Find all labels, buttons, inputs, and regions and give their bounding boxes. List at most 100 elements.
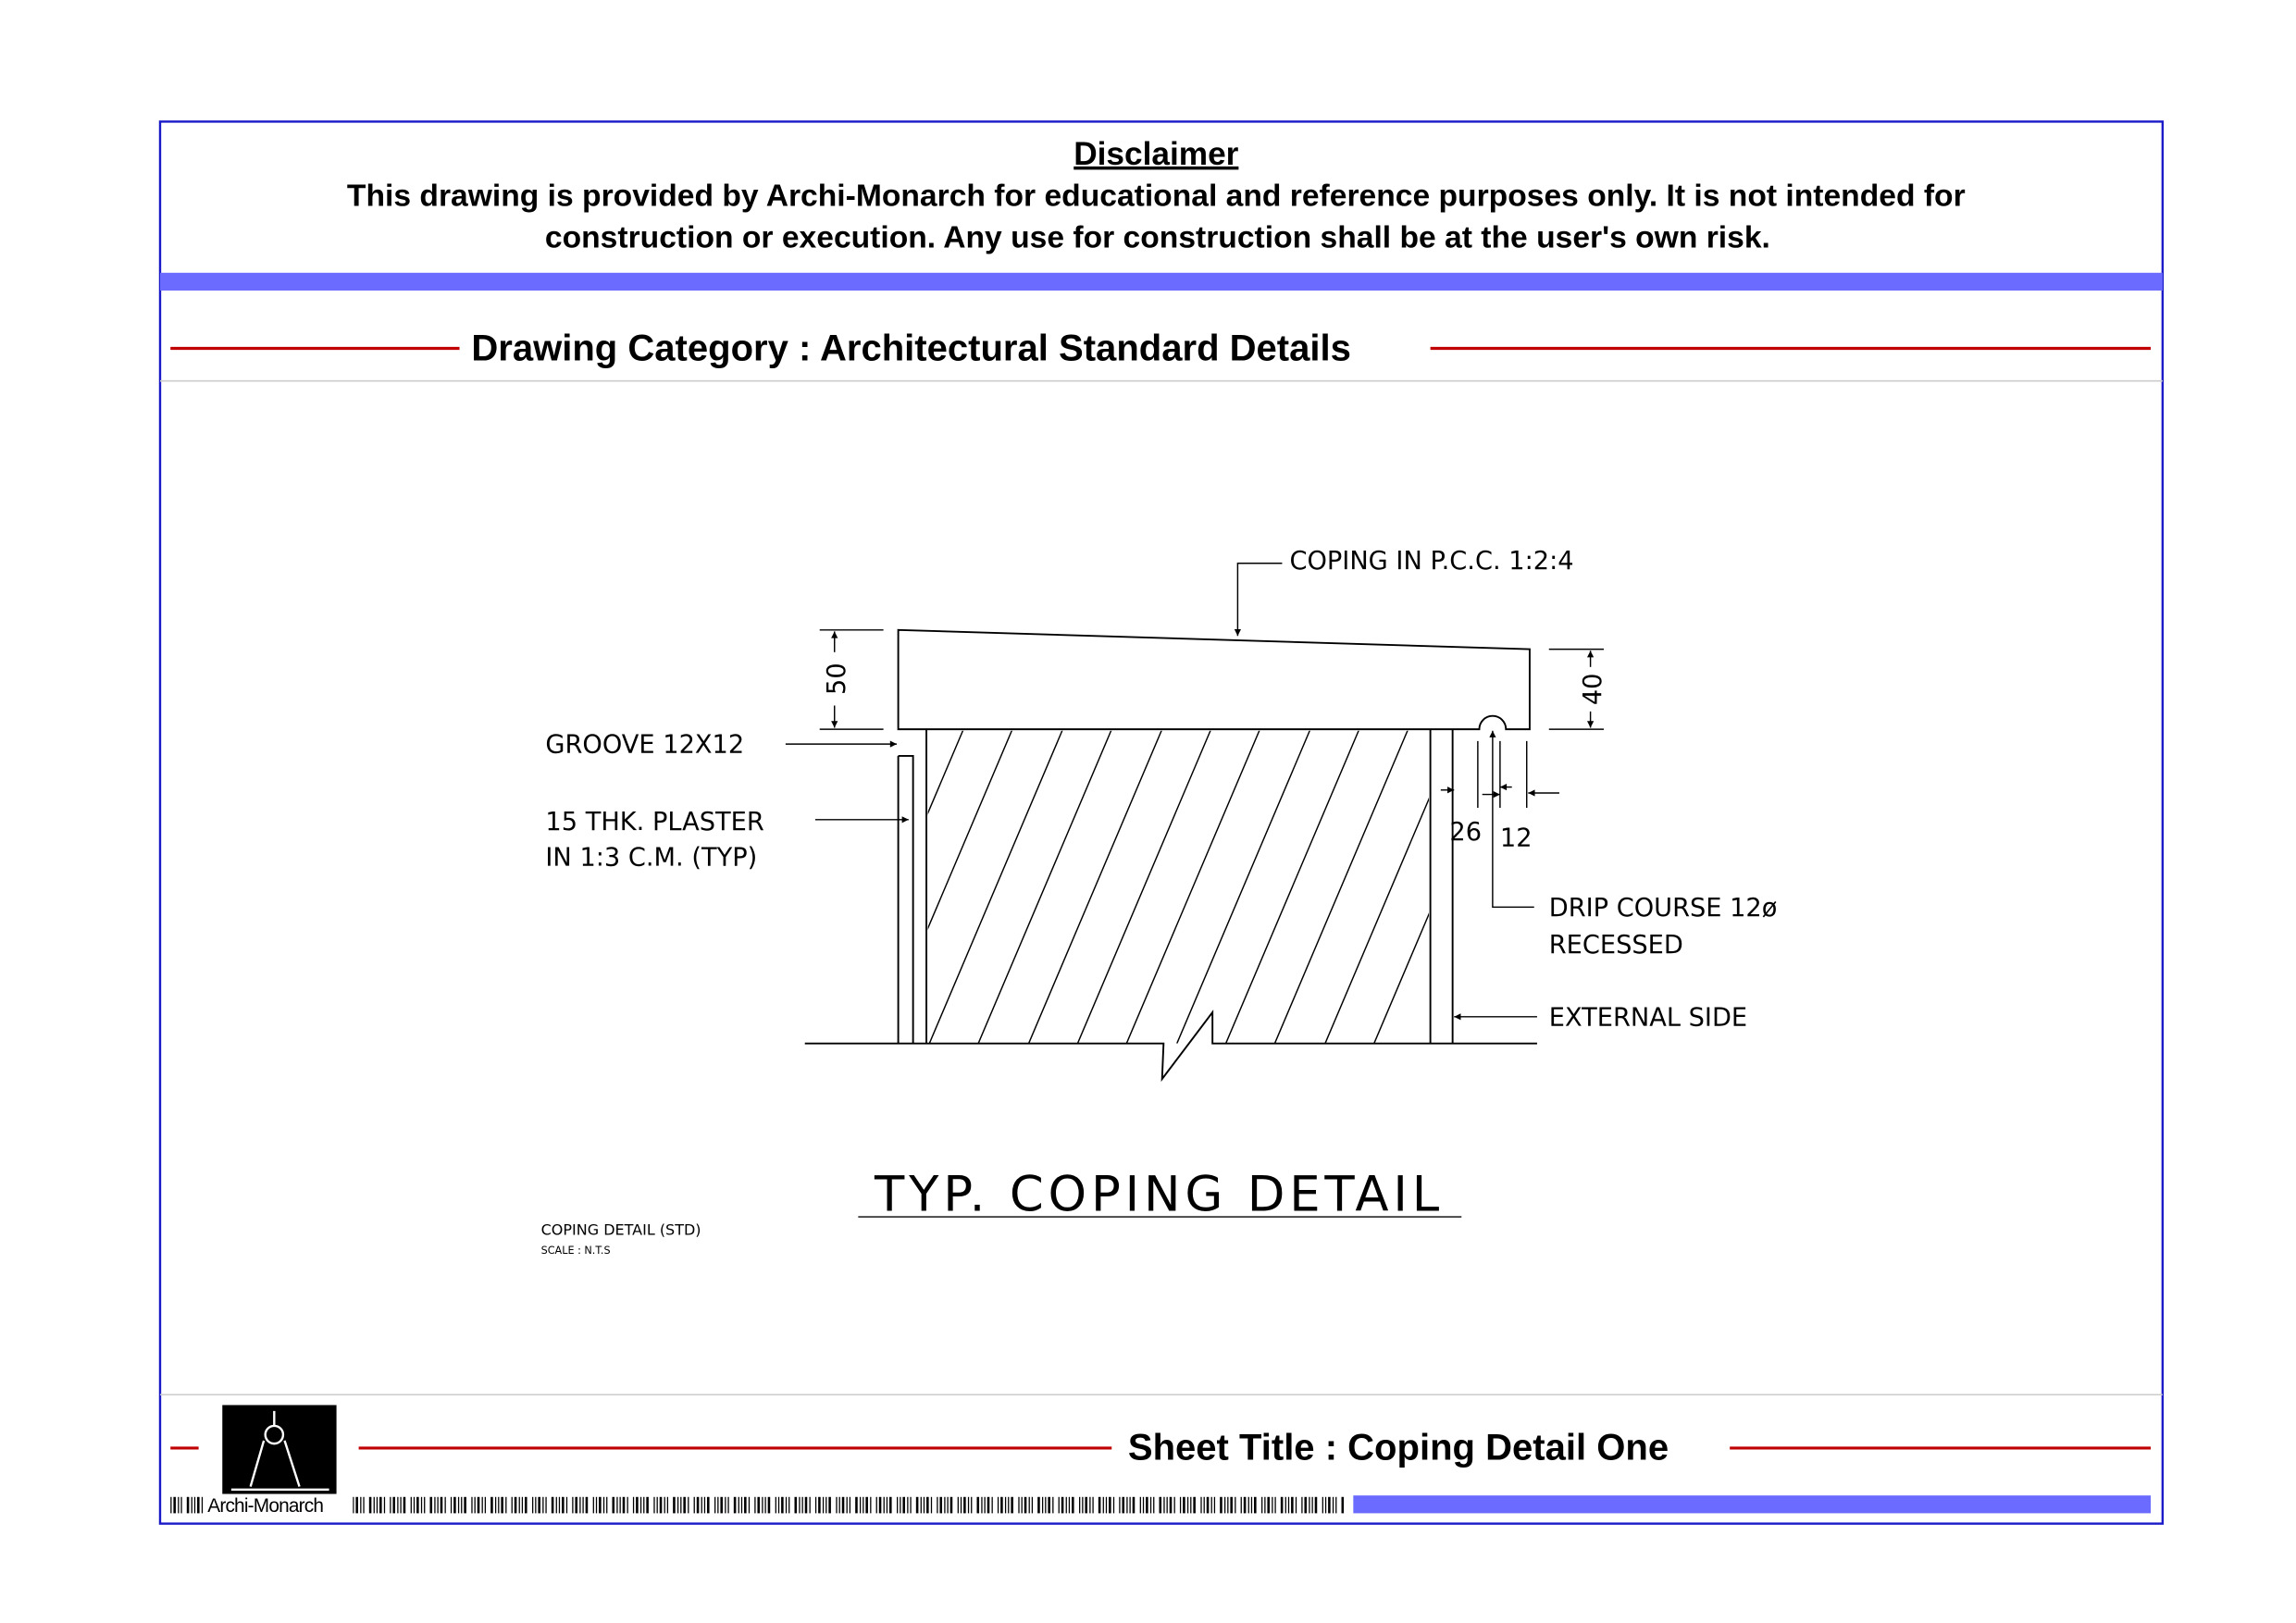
ground-break-line [804,1010,1537,1083]
barcode-bar [714,1496,716,1514]
barcode-bar [551,1496,554,1514]
barcode-bar [1132,1496,1136,1514]
barcode-bar [967,1496,970,1514]
barcode-bar [875,1496,877,1514]
barcode-bar [1129,1496,1131,1514]
barcode-bar [1254,1496,1257,1514]
barcode-bar [1004,1496,1007,1514]
barcode-bar [1098,1496,1101,1514]
barcode-bar [353,1496,354,1514]
barcode-bar [1092,1496,1094,1514]
brand-name: Archi-Monarch [207,1495,323,1517]
barcode-bar [814,1496,817,1514]
barcode-bar [707,1496,710,1514]
barcode-bar [781,1496,784,1514]
barcode-bar [558,1496,561,1514]
barcode-bar [1000,1496,1003,1514]
barcode-bar [1126,1496,1128,1514]
barcode-bar [738,1496,739,1514]
barcode-bar [676,1496,679,1514]
barcode-bar [1166,1496,1168,1514]
barcode-bar [991,1496,993,1514]
barcode-bar [720,1496,723,1514]
leader-drip [1489,730,1534,909]
hatch-line [1373,912,1430,1044]
barcode-bar [178,1496,180,1514]
barcode-bar [383,1496,386,1514]
barcode-bar [565,1496,568,1514]
barcode-bar [1163,1496,1165,1514]
barcode-bar [777,1496,780,1514]
barcode-bar [801,1496,803,1514]
barcode-bar [453,1496,456,1514]
barcode-bar [1285,1496,1286,1514]
hatch-line [1273,730,1409,1044]
barcode-bar [680,1496,682,1514]
barcode-bar [501,1496,503,1514]
barcode-bar [612,1496,615,1514]
label-groove: GROOVE 12X12 [545,731,744,760]
barcode-bar [627,1496,628,1514]
hatch-line [1076,730,1211,1044]
sheet-border [158,120,2165,1525]
barcode-bar [197,1496,200,1514]
barcode-bar [1058,1496,1060,1514]
barcode-bar [949,1496,953,1514]
barcode-bar [1179,1496,1182,1514]
barcode-bar [477,1496,480,1514]
barcode-bar [524,1496,527,1514]
barcode-bar [1028,1496,1030,1514]
barcode-bar [1295,1496,1297,1514]
barcode-bar [804,1496,808,1514]
barcode-bar [1324,1496,1327,1514]
barcode-bar [1102,1496,1104,1514]
barcode-bar [1223,1496,1226,1514]
barcode-bar [518,1496,520,1514]
barcode-bar [481,1496,483,1514]
barcode-bar [474,1496,476,1514]
barcode-bar [545,1496,547,1514]
hatch-line [977,730,1112,1044]
barcode-bar [521,1496,524,1514]
barcode-bar [193,1496,196,1514]
barcode-bar [424,1496,426,1514]
barcode-bar [664,1496,665,1514]
barcode-bar [355,1496,358,1514]
barcode-bar [1139,1496,1141,1514]
hatch-line [1176,730,1310,1044]
barcode-bar [400,1496,402,1514]
leader-coping [1234,562,1283,637]
barcode-bar [785,1496,788,1514]
archi-monarch-logo [222,1405,337,1494]
barcode-bar [363,1496,365,1514]
barcode-bar [376,1496,379,1514]
barcode-bar [696,1496,700,1514]
barcode-bar [1011,1496,1013,1514]
barcode-bar [1079,1496,1081,1514]
barcode-bar [1008,1496,1010,1514]
barcode-bar [636,1496,639,1514]
barcode-bar [1274,1496,1276,1514]
barcode-bar [1112,1496,1115,1514]
sheet-title: Sheet Title : Coping Detail One [1128,1428,1669,1468]
barcode-bar [542,1496,544,1514]
barcode-bar [1341,1496,1345,1514]
barcode-bar [963,1496,966,1514]
barcode-bar [643,1496,645,1514]
barcode-bar [1061,1496,1064,1514]
barcode-bar [1213,1496,1216,1514]
barcode-bar [379,1496,382,1514]
barcode-bar [971,1496,973,1514]
barcode-bar [1210,1496,1212,1514]
detail-caption: COPING DETAIL (STD) [541,1220,701,1238]
barcode-bar [582,1496,584,1514]
barcode-bar [532,1496,534,1514]
barcode-bar [1048,1496,1050,1514]
barcode-bar [585,1496,589,1514]
barcode-bar [1200,1496,1202,1514]
barcode-bar [457,1496,460,1514]
label-drip: DRIP COURSE 12ø [1549,894,1778,923]
barcode-bar [703,1496,706,1514]
barcode-bar [420,1496,423,1514]
